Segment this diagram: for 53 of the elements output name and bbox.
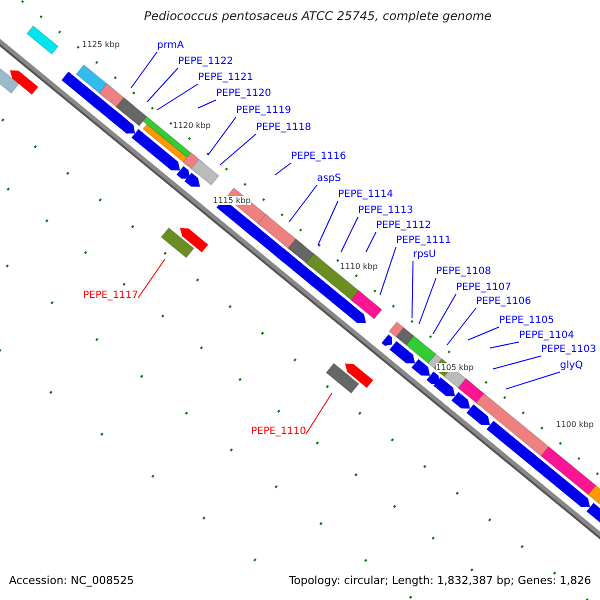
gene-label: PEPE_1112	[376, 220, 432, 232]
gene-label: PEPE_1108	[436, 266, 492, 278]
leader-line	[380, 246, 396, 296]
gene-label: rpsU	[413, 249, 436, 261]
leader-line	[506, 372, 560, 390]
gene-label: PEPE_1117	[83, 290, 138, 302]
gene-label: PEPE_1106	[476, 296, 532, 308]
leader-line	[418, 278, 436, 324]
gene-label: PEPE_1107	[456, 282, 512, 294]
leader-line	[340, 216, 358, 252]
leader-line	[208, 116, 236, 156]
leader-line	[156, 84, 198, 110]
leader-line	[366, 232, 376, 252]
genome-title: Pediococcus pentosaceus ATCC 25745, complete genome	[144, 10, 492, 22]
gene-label: prmA	[157, 40, 184, 52]
gene-label: glyQ	[560, 360, 583, 372]
scale-label: 1110 kbp	[340, 262, 378, 271]
accession-text: Accession: NC_008525	[9, 575, 134, 587]
leader-line	[198, 100, 216, 108]
leader-line	[432, 294, 456, 334]
gene-label: PEPE_1116	[291, 151, 346, 163]
gene-label: PEPE_1103	[541, 344, 596, 356]
scale-label: 1100 kbp	[556, 420, 594, 429]
leader-line	[288, 184, 318, 222]
leader-line	[446, 308, 476, 346]
gene-label: PEPE_1104	[519, 330, 574, 342]
leader-line	[492, 356, 542, 370]
leader-line	[468, 326, 500, 340]
gene-label: aspS	[317, 173, 342, 185]
gene-label: PEPE_1120	[216, 88, 272, 100]
leader-line	[138, 258, 166, 298]
genome-stats-text: Topology: circular; Length: 1,832,387 bp; Genes: 1,826	[289, 575, 592, 587]
scale-label: 1120 kbp	[173, 121, 211, 130]
leader-line	[306, 392, 332, 434]
scale-label: 1115 kbp	[213, 196, 251, 205]
gene-label: PEPE_1105	[499, 315, 554, 327]
gene-label: PEPE_1119	[236, 105, 292, 117]
leader-line	[412, 260, 414, 318]
leader-line	[274, 162, 292, 176]
leader-line	[130, 52, 158, 88]
leader-line	[220, 134, 256, 166]
gene-label: PEPE_1122	[178, 56, 234, 68]
leader-line	[318, 200, 338, 246]
leader-line	[146, 68, 178, 102]
gene-label: PEPE_1113	[358, 205, 414, 217]
gene-label: PEPE_1118	[256, 122, 312, 134]
gene-label: PEPE_1121	[198, 72, 254, 84]
gene-label: PEPE_1114	[338, 189, 394, 201]
scale-label: 1105 kbp	[436, 363, 474, 372]
leader-line	[490, 342, 520, 348]
gene-label: PEPE_1111	[396, 235, 452, 247]
scale-label: 1125 kbp	[82, 40, 120, 49]
gene-label: PEPE_1110	[251, 426, 306, 438]
